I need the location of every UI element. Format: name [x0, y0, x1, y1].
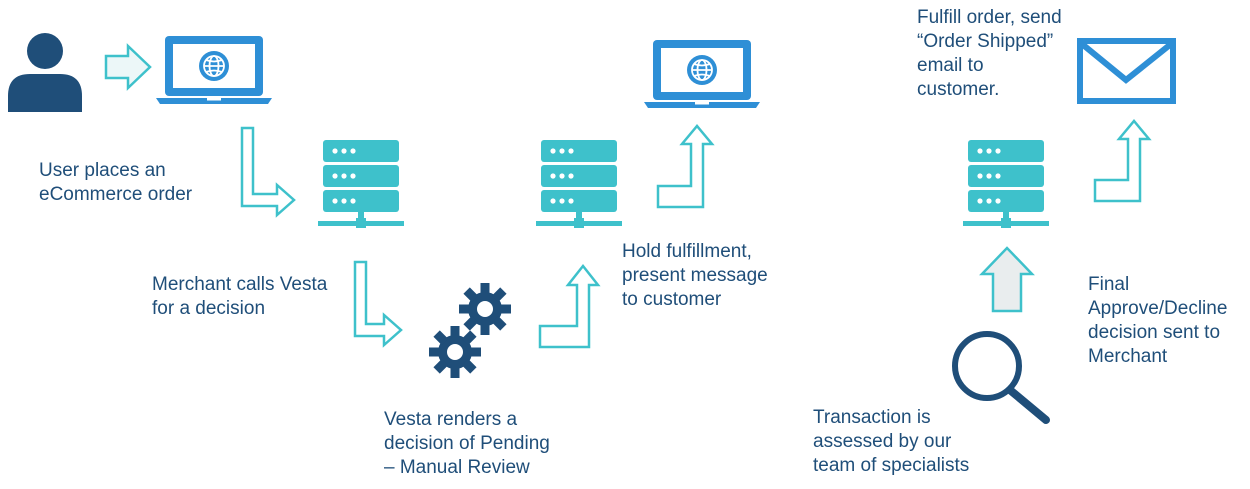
laptop-globe-icon — [155, 35, 273, 105]
flow-arrow-bent — [240, 126, 296, 218]
flow-arrow-bent — [1093, 119, 1152, 203]
server-icon — [536, 140, 622, 228]
step-label-transaction-assessed: Transaction is assessed by our team of s… — [813, 407, 970, 476]
envelope-icon — [1077, 38, 1176, 104]
flow-arrow-bent — [538, 263, 601, 349]
gears-icon — [429, 283, 511, 378]
laptop-globe-icon — [643, 39, 761, 109]
flow-arrow-right — [104, 43, 152, 91]
step-label-final-decision: Final Approve/Decline decision sent to M… — [1088, 274, 1228, 367]
step-label-user-order: User places an eCommerce order — [39, 160, 193, 205]
step-label-fulfill-order: Fulfill order, send “Order Shipped” emai… — [917, 7, 1062, 100]
magnifier-icon — [952, 331, 1050, 424]
flow-arrow-bent — [656, 124, 715, 209]
user-icon — [8, 33, 82, 112]
step-label-merchant-calls: Merchant calls Vesta for a decision — [152, 274, 328, 319]
step-label-vesta-renders: Vesta renders a decision of Pending – Ma… — [384, 409, 550, 478]
flow-arrow-up — [979, 246, 1035, 313]
server-icon — [963, 140, 1049, 228]
flow-arrow-bent — [353, 260, 403, 348]
server-icon — [318, 140, 404, 228]
step-label-hold-fulfillment: Hold fulfillment, present message to cus… — [622, 241, 768, 310]
